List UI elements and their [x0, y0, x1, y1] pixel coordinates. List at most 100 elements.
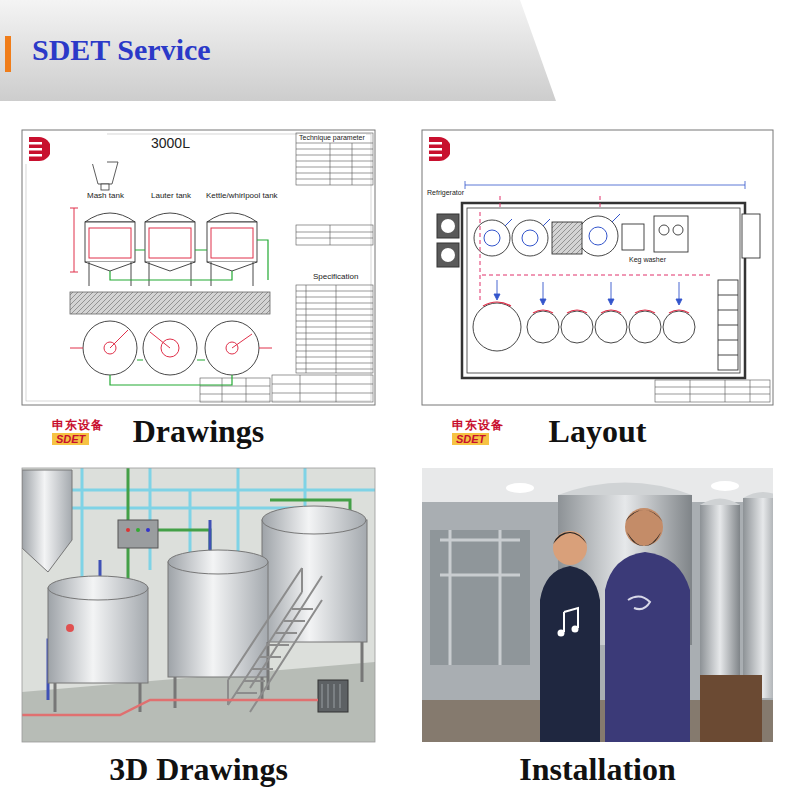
drawing-sheet-part — [70, 330, 272, 357]
header-band — [0, 0, 556, 101]
label-holder: 3000L — [150, 135, 191, 151]
drawing-label: Keg washer — [628, 256, 667, 264]
drawing-sheet-part — [110, 360, 232, 385]
render-3d-part — [48, 506, 367, 683]
render-3d-part-part — [168, 562, 268, 677]
drawing-sheet-part — [22, 130, 375, 405]
render-3d-part-part — [262, 520, 367, 642]
drawing-sheet-part — [200, 133, 373, 402]
layout-plan-part-part — [437, 243, 459, 267]
label-holder: Refrigerator — [426, 189, 465, 197]
tank-elevation-part — [85, 262, 135, 271]
render-3d-part — [126, 528, 130, 532]
layout-plan-part-part — [500, 196, 600, 210]
layout-plan-part-part — [474, 220, 510, 256]
layout-plan-part-part — [484, 230, 500, 246]
layout-plan-part-part — [561, 311, 593, 343]
logo-emblem-bar — [429, 154, 442, 157]
image-panel: Drawings申东设备SDET — [22, 130, 375, 451]
installation-photo-part — [506, 483, 534, 493]
installation-photo-part — [627, 532, 661, 546]
installation-photo-part — [711, 481, 739, 491]
tank-elevation-part — [89, 262, 253, 286]
installation-photo-part — [700, 492, 773, 505]
tank-elevation-part — [207, 262, 257, 271]
header-band-part — [5, 36, 11, 72]
logo-emblem-bar — [29, 154, 42, 157]
installation-photo-part — [558, 630, 565, 637]
layout-plan-part-part — [608, 299, 614, 305]
panel-caption: 3D Drawings — [22, 751, 375, 787]
layout-plan-part — [437, 214, 459, 267]
drawing-sheet-part-part — [296, 143, 373, 179]
layout-plan-part — [484, 214, 620, 246]
logo-wordmark: 申东设备 — [452, 418, 504, 432]
image-panel: Installation — [422, 468, 773, 789]
drawing-sheet-part — [70, 208, 253, 272]
installation-photo-part — [430, 530, 530, 665]
page-title: SDET Service — [32, 33, 211, 67]
layout-plan-part — [441, 248, 455, 262]
installation-photo-part — [572, 626, 579, 633]
layout-plan-part — [474, 214, 760, 370]
drawing-sheet-part-part — [211, 228, 253, 258]
tank-elevation-part — [85, 222, 135, 262]
label-holder: Specification — [312, 272, 359, 281]
label-holder: Mash tank — [86, 191, 125, 200]
drawing-sheet-part-part — [92, 162, 118, 184]
installation-photo-part — [564, 608, 578, 632]
drawing-sheet-part — [26, 134, 371, 401]
installation-photo-part — [700, 505, 740, 695]
layout-plan-part — [494, 280, 682, 305]
tank-elevation-part — [145, 213, 195, 222]
layout-plan-part-part — [655, 380, 770, 402]
layout-plan-part-part — [676, 299, 682, 305]
installation-photo-part — [628, 596, 650, 609]
drawing-sheet-part-part — [306, 285, 336, 373]
layout-plan-part — [473, 303, 695, 351]
installation-photo-part — [553, 532, 587, 544]
layout-plan-part-part — [480, 212, 712, 300]
image-panel: Layout申东设备SDET — [422, 130, 773, 451]
drawing-sheet-part — [92, 162, 118, 190]
logo-badge: 申东设备SDET — [425, 133, 507, 164]
drawing-sheet-part-part — [149, 228, 191, 258]
layout-plan-part-part — [595, 311, 627, 343]
render-3d-part — [146, 528, 150, 532]
drawing-sheet-part-part — [101, 184, 109, 190]
drawing-sheet-part-part — [330, 143, 352, 185]
drawing-sheet — [22, 130, 375, 405]
layout-plan-part-part — [663, 311, 695, 343]
installation-photo-part — [700, 675, 762, 742]
label-holder: Kettle/whirlpool tank — [205, 191, 279, 200]
installation-photo-part — [540, 566, 600, 742]
logo-emblem — [28, 136, 50, 162]
drawing-label: Refrigerator — [426, 189, 465, 197]
layout-plan-part-part — [679, 282, 680, 301]
render-3d-part — [22, 700, 318, 715]
drawing-sheet-part-part — [89, 228, 131, 258]
layout-plan-part — [465, 181, 745, 189]
render-3d-part-part — [228, 568, 322, 705]
layout-plan-part-part — [552, 222, 582, 254]
layout-plan-part — [462, 203, 745, 378]
tank-elevation-part — [145, 222, 195, 262]
layout-plan-part — [655, 380, 770, 402]
installation-photo-part — [605, 552, 690, 742]
image-panel: 3D Drawings — [22, 468, 375, 789]
label-holder: Keg washer — [628, 256, 667, 264]
layout-plan-part — [480, 196, 712, 300]
layout-plan-part-part — [629, 311, 661, 343]
layout-plan-part-part — [543, 282, 544, 301]
installation-photo-part — [440, 530, 520, 665]
tank-elevation — [85, 213, 257, 286]
layout-plan-part-part — [473, 303, 521, 351]
logo-emblem-shape — [429, 137, 450, 161]
layout-plan — [422, 130, 773, 405]
installation-photo-part — [625, 510, 663, 522]
drawing-sheet-part-part — [257, 240, 268, 280]
render-3d-part — [66, 624, 74, 632]
render-3d-part-part — [48, 576, 148, 600]
